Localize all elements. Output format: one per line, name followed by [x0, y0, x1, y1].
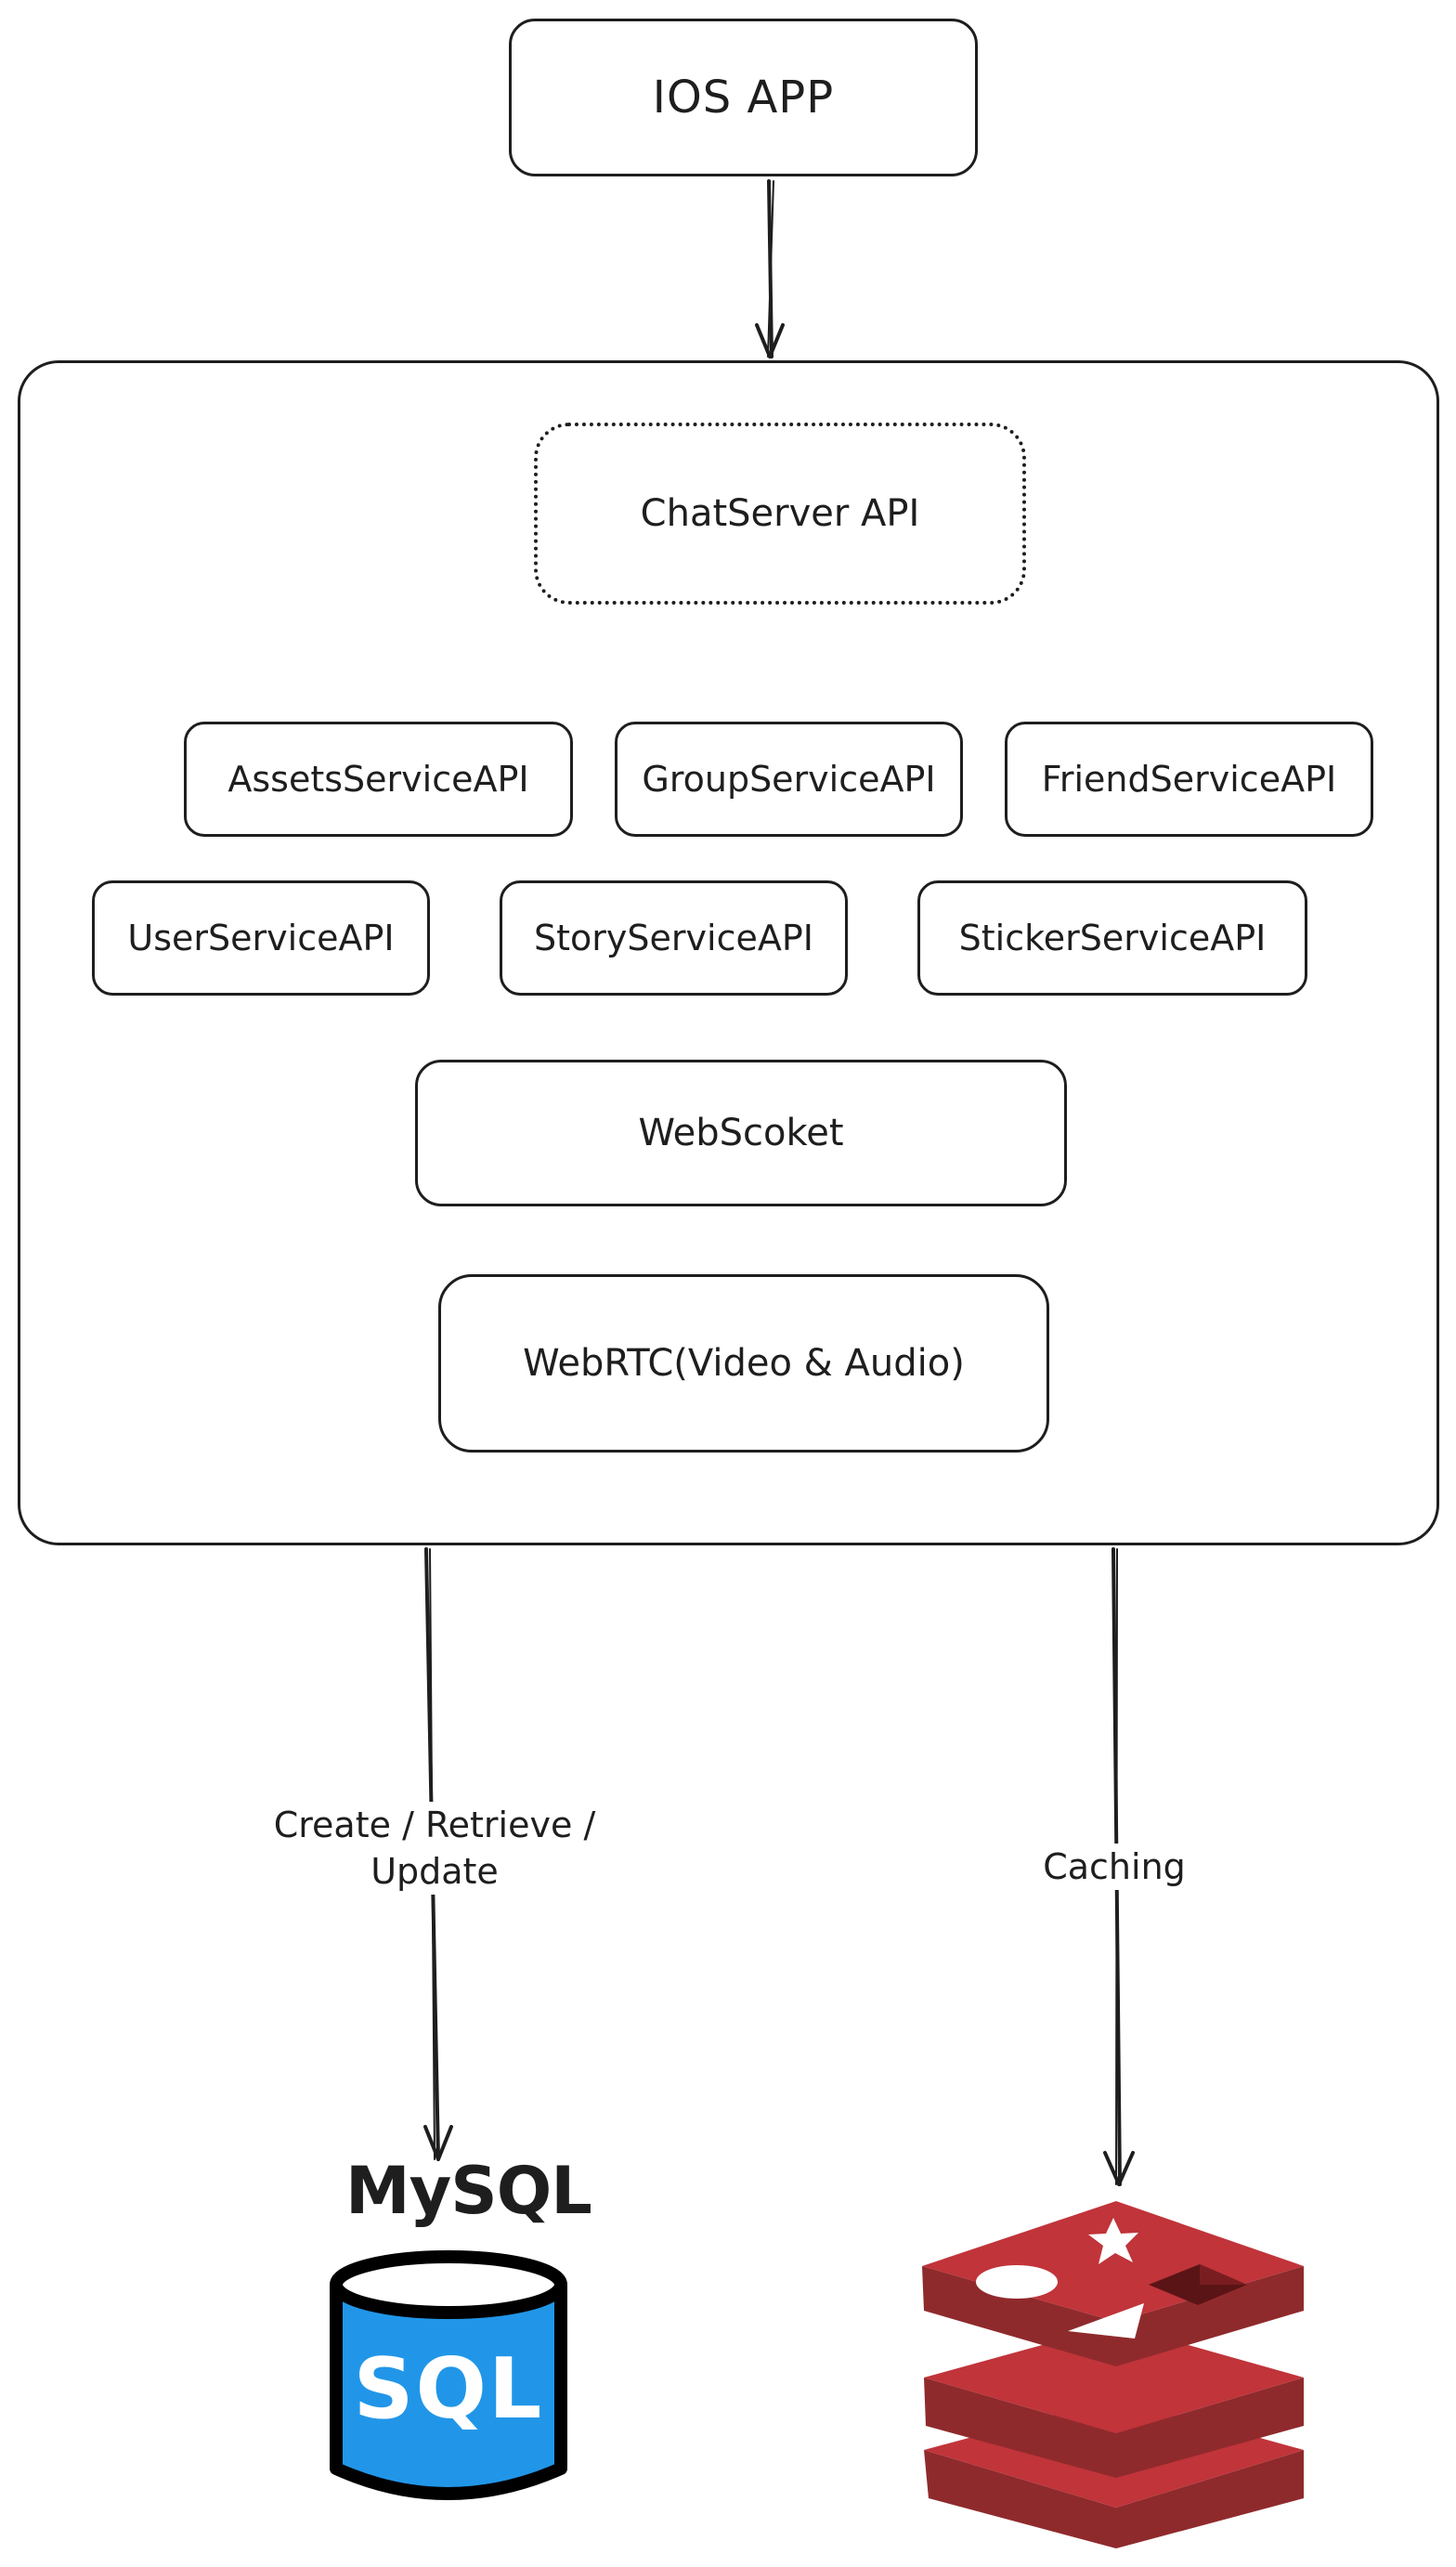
- sticker-service-node[interactable]: StickerServiceAPI: [917, 880, 1307, 996]
- arrow-ios-to-server: [755, 179, 785, 358]
- chat-server-container[interactable]: [18, 360, 1439, 1545]
- friend-service-node[interactable]: FriendServiceAPI: [1005, 722, 1373, 837]
- assets-service-label: AssetsServiceAPI: [228, 759, 529, 800]
- assets-service-node[interactable]: AssetsServiceAPI: [184, 722, 573, 837]
- mysql-title: MySQL: [345, 2153, 592, 2229]
- user-service-node[interactable]: UserServiceAPI: [92, 880, 430, 996]
- mysql-edge-label: Create / Retrieve / Update: [221, 1802, 648, 1895]
- webrtc-label: WebRTC(Video & Audio): [523, 1342, 965, 1385]
- sticker-service-label: StickerServiceAPI: [958, 918, 1267, 958]
- mysql-edge-label-line1: Create / Retrieve /: [273, 1805, 596, 1845]
- user-service-label: UserServiceAPI: [127, 918, 395, 958]
- chat-server-api-label: ChatServer API: [640, 492, 920, 535]
- chat-server-api-node[interactable]: ChatServer API: [534, 423, 1026, 605]
- friend-service-label: FriendServiceAPI: [1041, 759, 1337, 800]
- websocket-label: WebScoket: [638, 1112, 844, 1154]
- group-service-label: GroupServiceAPI: [642, 759, 936, 800]
- redis-edge-label: Caching: [1021, 1844, 1207, 1890]
- sql-icon-text: SQL: [353, 2340, 544, 2438]
- database-icon: [330, 2250, 567, 2500]
- redis-icon: [922, 2201, 1304, 2548]
- webrtc-node[interactable]: WebRTC(Video & Audio): [438, 1274, 1049, 1453]
- story-service-label: StoryServiceAPI: [534, 918, 813, 958]
- websocket-node[interactable]: WebScoket: [415, 1060, 1067, 1206]
- group-service-node[interactable]: GroupServiceAPI: [615, 722, 963, 837]
- mysql-edge-label-line2: Update: [370, 1851, 499, 1892]
- ios-app-label: IOS APP: [652, 72, 835, 124]
- ios-app-node[interactable]: IOS APP: [509, 19, 978, 176]
- story-service-node[interactable]: StoryServiceAPI: [500, 880, 848, 996]
